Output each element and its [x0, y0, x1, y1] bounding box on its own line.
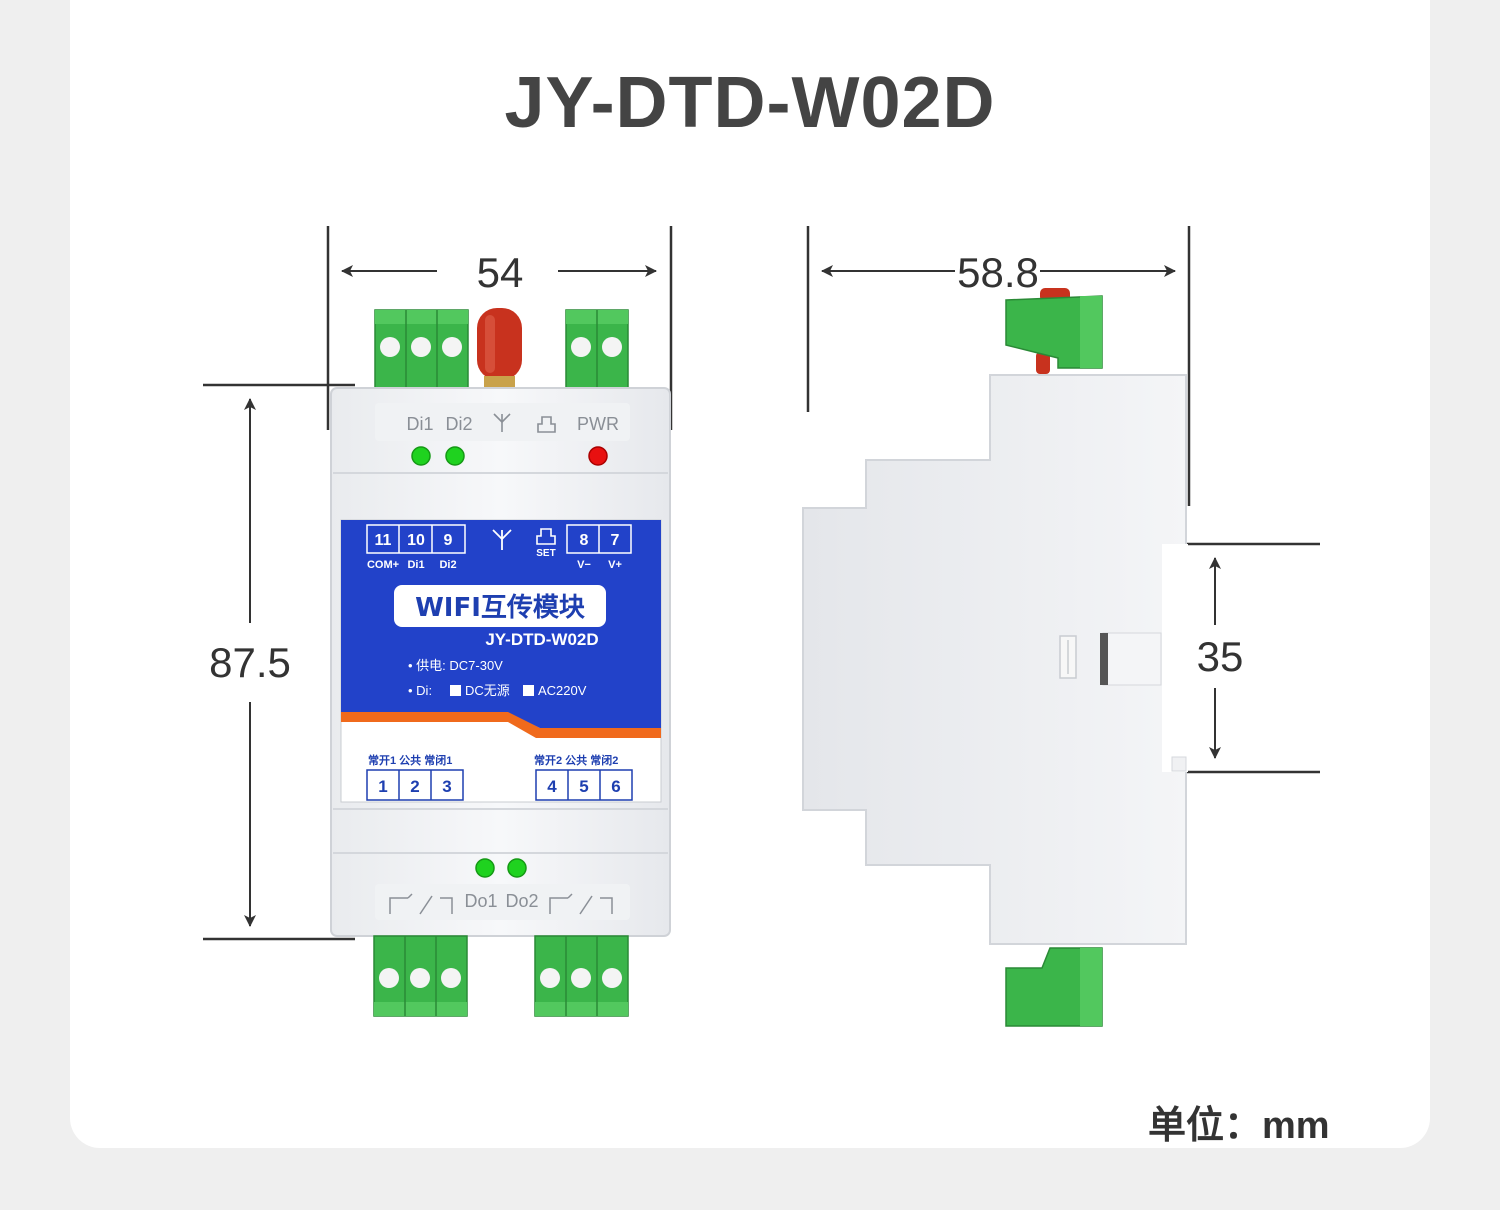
terminal-9: 9 [444, 532, 453, 549]
power-spec: • 供电: DC7-30V [408, 658, 503, 673]
relay1-labels: 常开1 公共 常闭1 [368, 753, 452, 767]
label-di1: Di1 [407, 559, 424, 571]
terminal-3: 3 [442, 777, 451, 796]
di-option-ac: AC220V [538, 683, 587, 698]
terminal-8: 8 [580, 532, 589, 549]
width-value: 54 [477, 249, 524, 296]
relay-symbol-right-icon [549, 893, 613, 915]
terminal-10: 10 [407, 532, 425, 549]
terminal-block-bottom-left [373, 935, 468, 1017]
terminal-11: 11 [375, 532, 392, 549]
di-label: • Di: [408, 683, 432, 698]
depth-value: 58.8 [957, 249, 1039, 296]
antenna-icon [493, 413, 511, 432]
label-v-plus: V+ [608, 559, 622, 571]
front-label-panel: 11 10 9 COM+ Di1 Di2 SET 8 7 V− V+ WIFI互… [340, 519, 662, 803]
terminal-1: 1 [378, 777, 387, 796]
panel-set-icon [536, 528, 556, 545]
terminal-block-top-left [374, 309, 469, 391]
rail-value: 35 [1197, 633, 1244, 680]
led-label-di2: Di2 [445, 414, 472, 434]
front-view-device: Di1 Di2 PWR 11 10 [330, 308, 671, 1017]
relay-symbol-left-icon [389, 893, 453, 915]
antenna-connector [477, 308, 522, 388]
label-com: COM+ [367, 559, 399, 571]
model-label: JY-DTD-W02D [485, 630, 598, 649]
label-di2: Di2 [439, 559, 456, 571]
led-label-do1: Do1 [464, 891, 497, 911]
set-button-icon [537, 416, 556, 433]
led-di1 [411, 446, 431, 466]
front-height-dimension: 87.5 [203, 383, 355, 941]
panel-antenna-icon [492, 529, 512, 550]
height-value: 87.5 [209, 639, 291, 686]
front-width-dimension: 54 [326, 226, 673, 430]
unit-label: 单位：mm [1148, 1105, 1330, 1147]
side-depth-dimension: 58.8 [806, 226, 1191, 506]
terminal-7: 7 [611, 532, 620, 549]
label-v-minus: V− [577, 559, 591, 571]
page-title: JY-DTD-W02D [504, 63, 996, 143]
relay2-labels: 常开2 公共 常闭2 [534, 753, 618, 767]
terminal-4: 4 [547, 777, 557, 796]
led-di2 [445, 446, 465, 466]
set-label: SET [536, 548, 555, 559]
terminal-block-top-right [565, 309, 629, 391]
terminal-5: 5 [579, 777, 588, 796]
side-rail-dimension: 35 [1168, 542, 1320, 774]
terminal-6: 6 [611, 777, 620, 796]
led-pwr [588, 446, 608, 466]
terminal-block-bottom-right [534, 935, 629, 1017]
content-card [70, 0, 1430, 1148]
led-do2 [507, 858, 527, 878]
di-option-dc: DC无源 [465, 683, 510, 698]
led-label-do2: Do2 [505, 891, 538, 911]
led-label-pwr: PWR [577, 414, 619, 434]
led-label-di1: Di1 [406, 414, 433, 434]
led-do1 [475, 858, 495, 878]
product-name: WIFI互传模块 [415, 593, 585, 623]
side-view-device [802, 288, 1188, 1027]
terminal-2: 2 [410, 777, 419, 796]
